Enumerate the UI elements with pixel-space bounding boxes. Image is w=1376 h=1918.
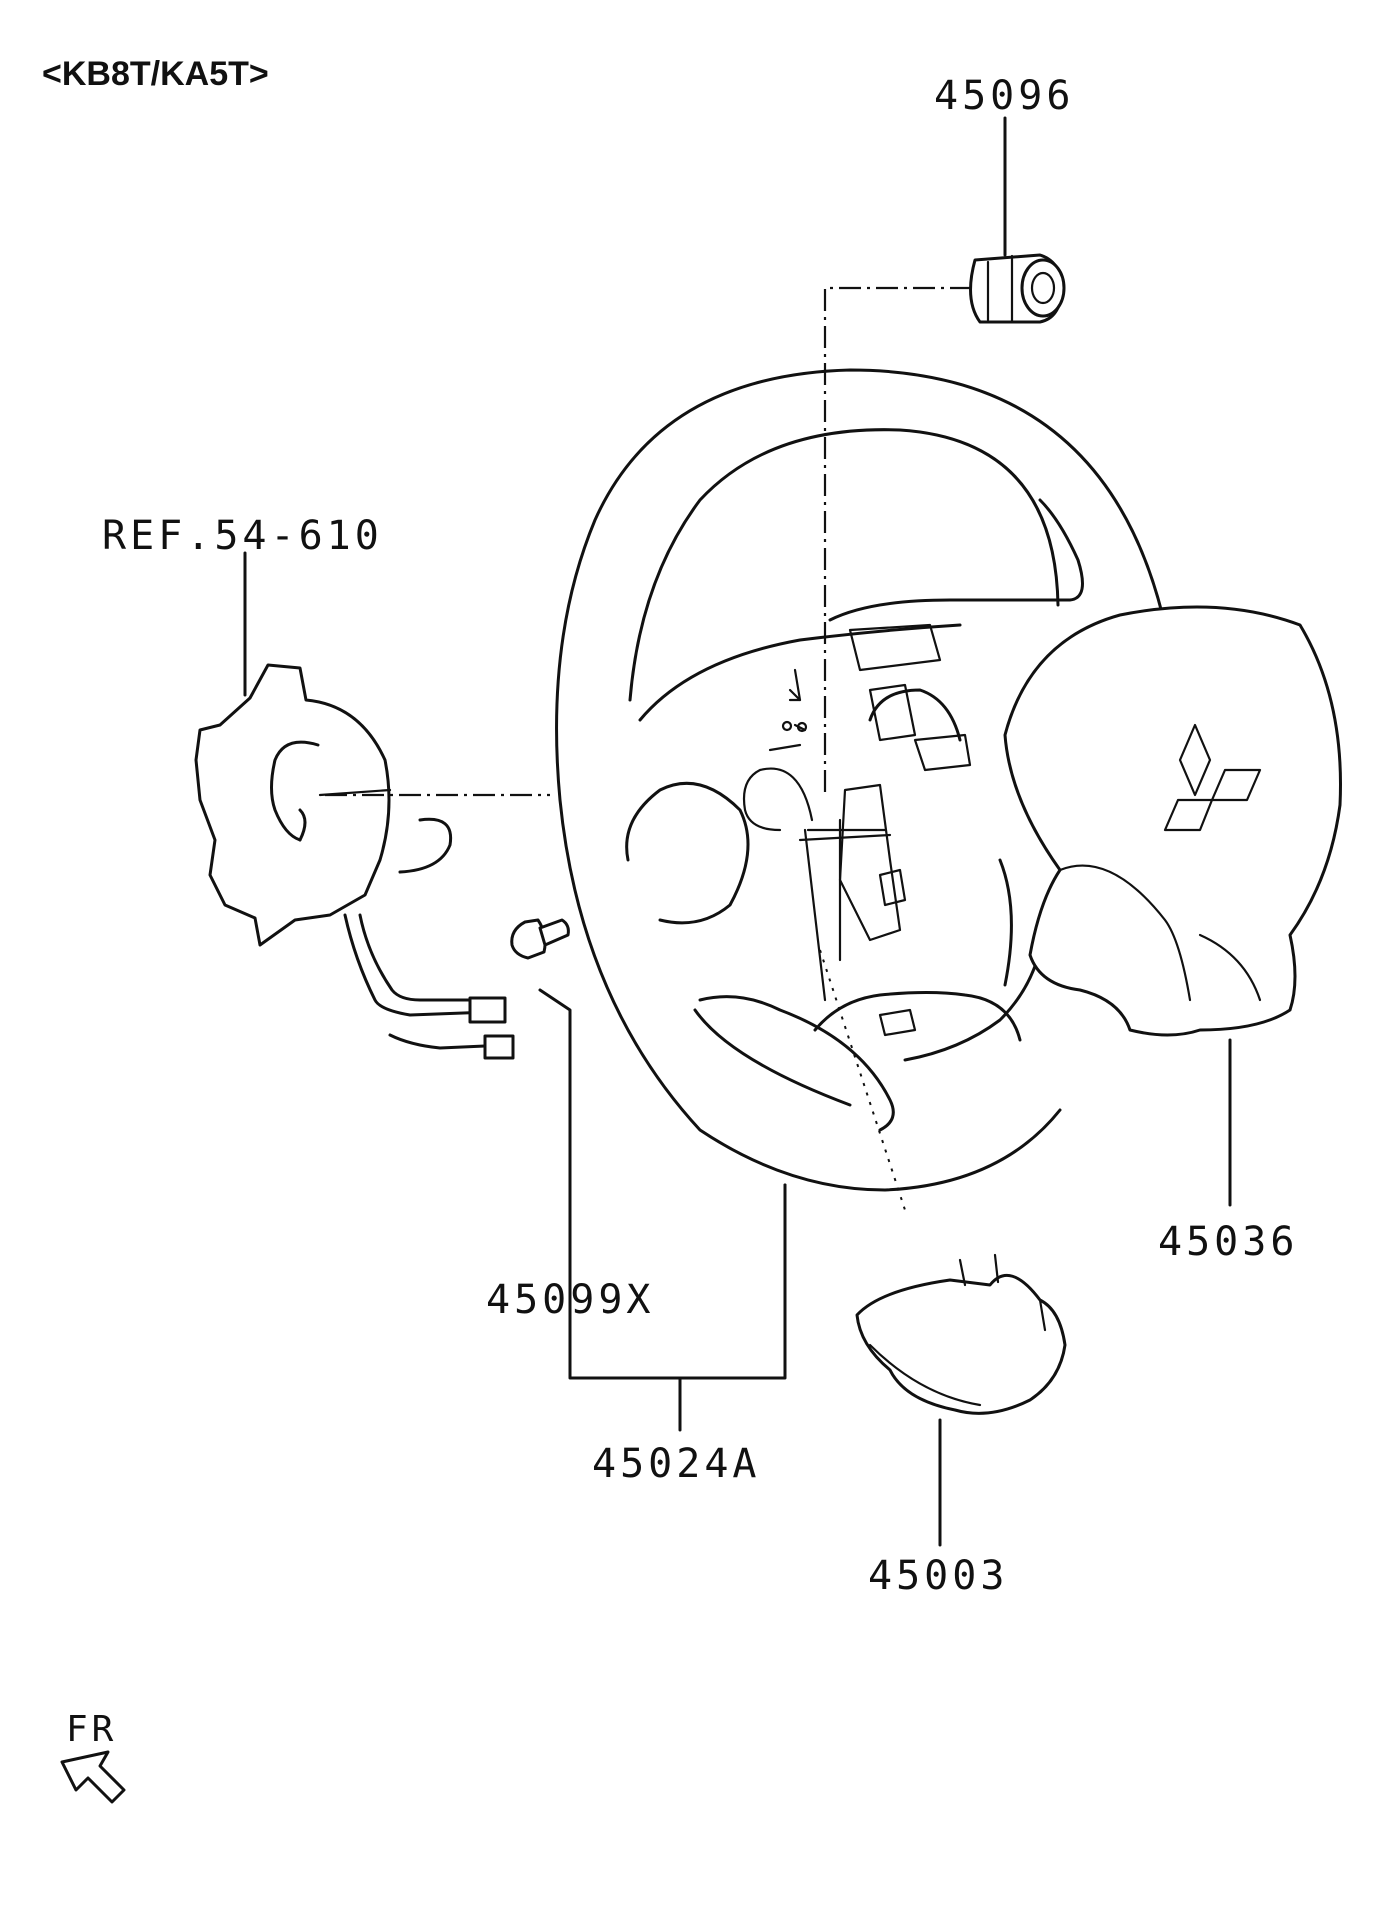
callout-bolt: 45099X bbox=[486, 1277, 655, 1323]
nut-part bbox=[823, 116, 1066, 795]
clock-spring-part bbox=[194, 551, 550, 1060]
direction-label: FR bbox=[66, 1709, 118, 1750]
callout-steering-wheel-assy: 45024A bbox=[592, 1441, 761, 1487]
front-direction-arrow-icon bbox=[60, 1750, 126, 1804]
model-code: <KB8T/KA5T> bbox=[42, 55, 269, 93]
lower-cover-part bbox=[855, 1253, 1067, 1547]
callout-clock-spring-ref: REF.54-610 bbox=[102, 513, 383, 559]
callout-airbag-module: 45036 bbox=[1158, 1219, 1299, 1265]
manufacturer-logo bbox=[1163, 723, 1262, 832]
bolt-part bbox=[510, 918, 787, 1432]
steering-wheel-part bbox=[555, 368, 1164, 1211]
callout-lower-cover: 45003 bbox=[868, 1553, 1009, 1599]
callout-nut: 45096 bbox=[934, 73, 1075, 119]
airbag-module-part bbox=[1003, 605, 1342, 1207]
